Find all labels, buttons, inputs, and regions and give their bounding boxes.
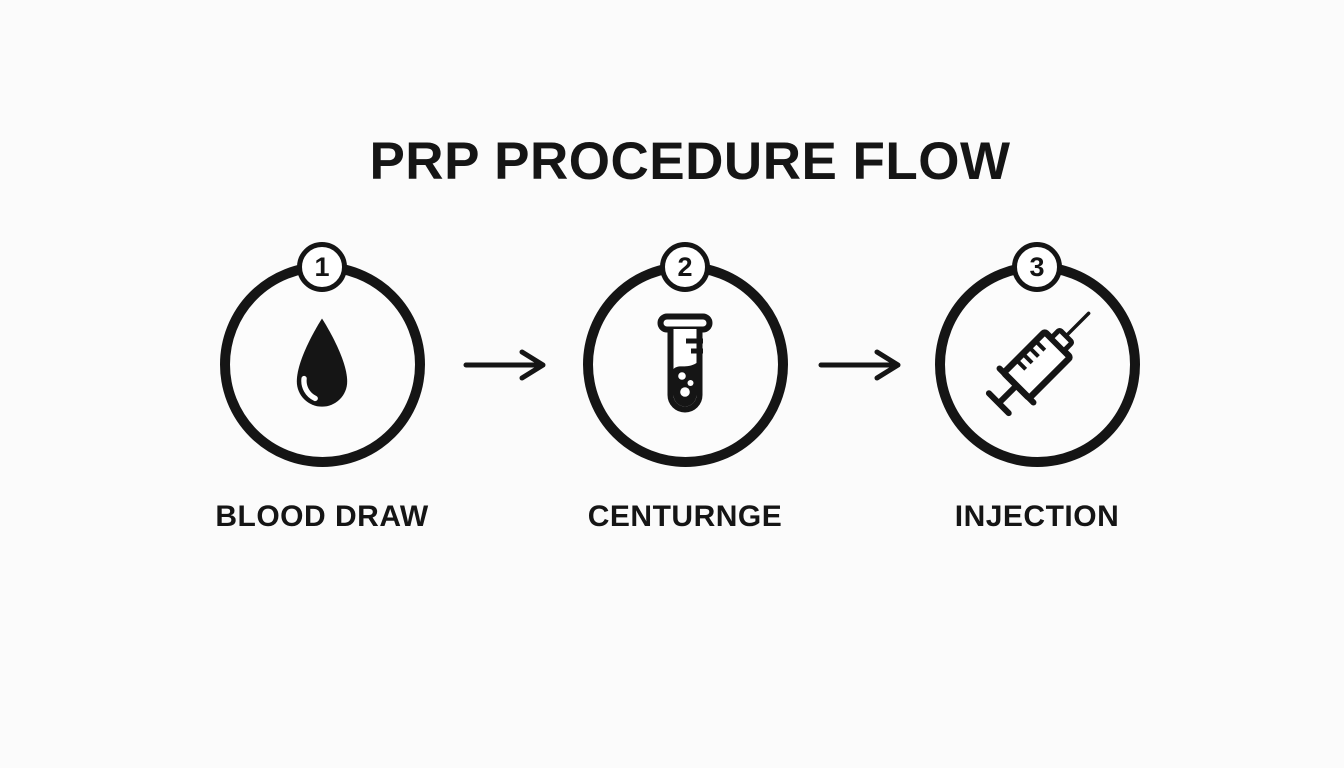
step-number-badge: 1	[297, 242, 347, 292]
step-label: BLOOD DRAW	[215, 500, 429, 533]
step-number-badge: 2	[660, 242, 710, 292]
syringe-icon	[985, 311, 1091, 416]
step-label: INJECTION	[954, 500, 1120, 533]
step-blood-draw: 1 BLOOD DRAW	[172, 242, 472, 534]
flow-arrow	[818, 349, 901, 381]
page-title: PRP PROCEDURE FLOW	[369, 132, 1011, 191]
step-number: 2	[677, 251, 693, 282]
step-number: 3	[1029, 251, 1045, 282]
step-circle	[219, 262, 425, 467]
step-injection: 3	[887, 242, 1187, 534]
step-circle	[934, 262, 1140, 467]
step-label: CENTURNGE	[587, 500, 783, 533]
step-number-badge: 3	[1012, 242, 1062, 292]
step-circle	[582, 262, 788, 467]
step-number: 1	[314, 251, 330, 282]
step-centrifuge: 2 CENTURNGE	[535, 242, 835, 534]
flow-arrow	[463, 349, 546, 381]
test-tube-icon	[657, 313, 713, 412]
blood-drop-icon	[296, 318, 348, 407]
